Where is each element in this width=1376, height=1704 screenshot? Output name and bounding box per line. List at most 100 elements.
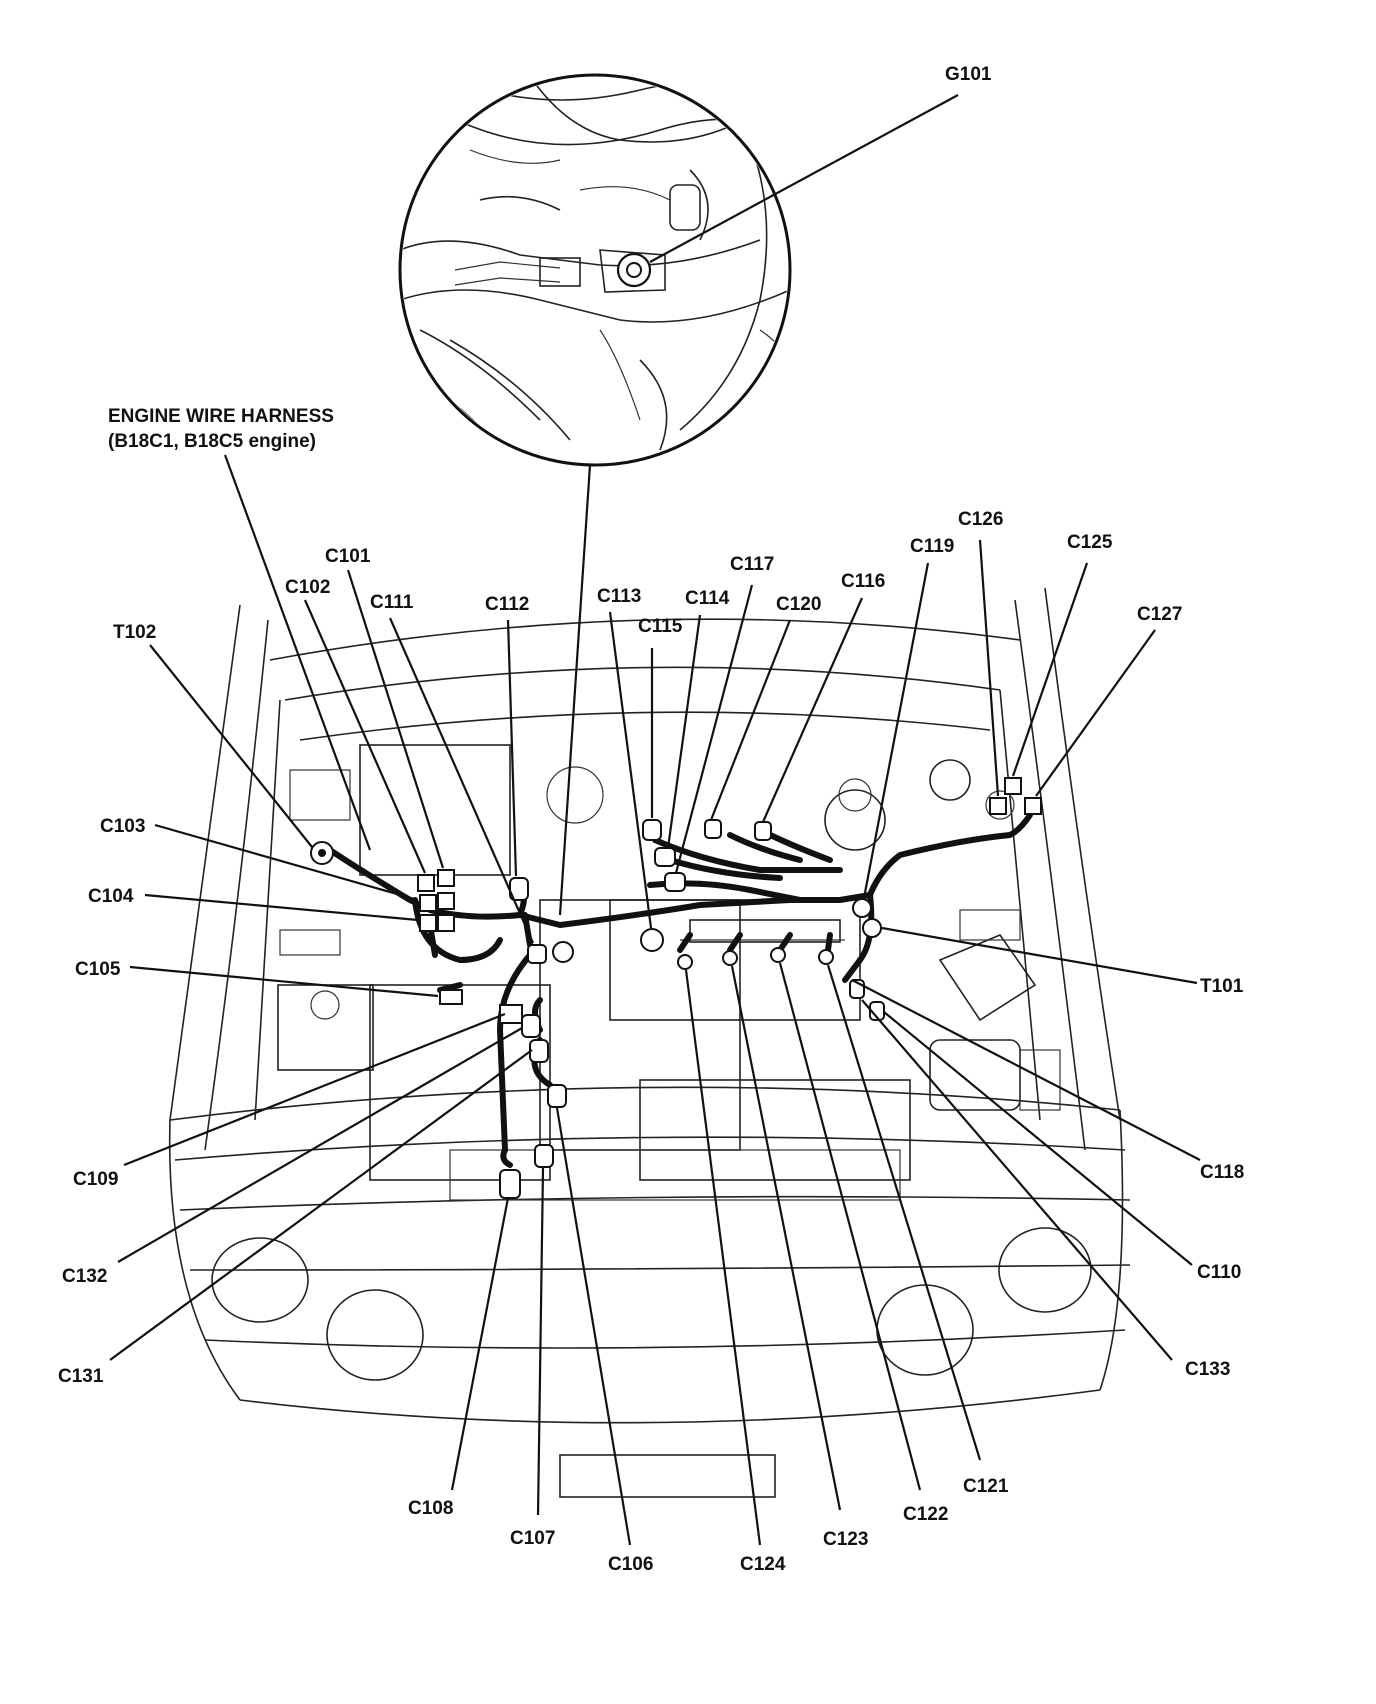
connector-c114 <box>654 847 676 867</box>
connector-c122 <box>770 947 786 963</box>
label-c120: C120 <box>776 594 821 615</box>
label-c107: C107 <box>510 1528 555 1549</box>
leader-c108 <box>450 1197 510 1491</box>
label-c102: C102 <box>285 577 330 598</box>
connector-c124 <box>677 954 693 970</box>
label-c125: C125 <box>1067 532 1113 553</box>
connector-c106 <box>547 1084 567 1108</box>
leader-c117 <box>674 584 754 874</box>
connector-c104 <box>419 914 437 932</box>
connector-c101 <box>437 869 455 887</box>
connector-c107 <box>534 1144 554 1168</box>
leader-c121 <box>826 964 982 1461</box>
connector-c119 <box>852 898 872 918</box>
leader-c114 <box>666 614 702 849</box>
label-c114: C114 <box>685 588 730 609</box>
car-body <box>168 587 1131 1498</box>
harness-title: ENGINE WIRE HARNESS <box>108 406 334 427</box>
label-c101: C101 <box>325 546 371 567</box>
label-c103: C103 <box>100 816 145 837</box>
connector-c104b <box>437 914 455 932</box>
leader-g101-harness <box>558 464 592 916</box>
leader-c127 <box>1035 629 1156 797</box>
leader-c106 <box>555 1107 632 1546</box>
connector-ground-1 <box>552 941 574 963</box>
label-c115: C115 <box>638 616 683 637</box>
connectors <box>310 777 1042 1199</box>
label-t102: T102 <box>113 622 156 643</box>
connector-c127 <box>1024 797 1042 815</box>
connector-t102-bolt <box>318 849 326 857</box>
connector-c102 <box>417 874 435 892</box>
label-c122: C122 <box>903 1504 948 1525</box>
leader-t102 <box>149 644 313 848</box>
leader-c102 <box>303 599 427 874</box>
label-c117: C117 <box>730 554 774 575</box>
detail-inset <box>398 73 792 467</box>
harness-subtitle: (B18C1, B18C5 engine) <box>108 431 316 452</box>
label-c105: C105 <box>75 959 121 980</box>
label-c111: C111 <box>370 592 414 613</box>
leader-c124 <box>684 969 762 1546</box>
leader-g101 <box>649 94 959 263</box>
leader-c120 <box>709 619 792 821</box>
label-c109: C109 <box>73 1169 118 1190</box>
label-c133: C133 <box>1185 1359 1230 1380</box>
leader-c103 <box>154 823 419 902</box>
label-c124: C124 <box>740 1554 786 1575</box>
connector-c115 <box>642 819 662 841</box>
connector-c121 <box>818 949 834 965</box>
label-c123: C123 <box>823 1529 868 1550</box>
leader-c110 <box>883 1011 1193 1266</box>
leader-c122 <box>778 962 922 1491</box>
leader-c116 <box>761 597 864 823</box>
label-c116: C116 <box>841 571 885 592</box>
leader-c131 <box>109 1049 533 1361</box>
leader-c109 <box>123 1012 506 1167</box>
connector-c113 <box>640 928 664 952</box>
leader-c111 <box>388 617 535 944</box>
leader-c105 <box>129 965 439 998</box>
leader-c133 <box>861 999 1173 1361</box>
engine-wire-harness <box>327 812 1033 1168</box>
labels: ENGINE WIRE HARNESS (B18C1, B18C5 engine… <box>58 64 1244 1575</box>
leader-c107 <box>536 1167 545 1516</box>
label-c113: C113 <box>597 586 641 607</box>
connector-c120 <box>704 819 722 839</box>
label-c131: C131 <box>58 1366 104 1387</box>
label-c106: C106 <box>608 1554 653 1575</box>
label-c118: C118 <box>1200 1162 1244 1183</box>
connector-c110 <box>869 1001 885 1021</box>
connector-c103b <box>437 892 455 910</box>
connector-c131 <box>529 1039 549 1063</box>
leader-c113 <box>608 611 653 929</box>
label-c121: C121 <box>963 1476 1009 1497</box>
leader-c118 <box>851 979 1201 1161</box>
leader-c112 <box>506 619 518 877</box>
connector-c125 <box>1004 777 1022 795</box>
label-g101: G101 <box>945 64 992 85</box>
label-t101: T101 <box>1200 976 1244 997</box>
label-c110: C110 <box>1197 1262 1241 1283</box>
leader-lines <box>109 94 1201 1546</box>
leader-t101 <box>881 926 1198 985</box>
connector-c105 <box>439 989 463 1005</box>
connector-t101 <box>862 918 882 938</box>
leader-c101 <box>346 569 445 869</box>
connector-c126 <box>989 797 1007 815</box>
connector-c109 <box>499 1004 523 1024</box>
label-c112: C112 <box>485 594 529 615</box>
connector-c123 <box>722 950 738 966</box>
label-c119: C119 <box>910 536 954 557</box>
connector-c108 <box>499 1169 521 1199</box>
leader-c125 <box>1011 562 1089 777</box>
label-c132: C132 <box>62 1266 107 1287</box>
label-c127: C127 <box>1137 604 1182 625</box>
connector-c132 <box>521 1014 541 1038</box>
label-c108: C108 <box>408 1498 453 1519</box>
leader-c132 <box>117 1027 523 1263</box>
connector-c111 <box>527 944 547 964</box>
leader-c126 <box>978 539 1000 797</box>
leader-c119 <box>862 562 930 899</box>
